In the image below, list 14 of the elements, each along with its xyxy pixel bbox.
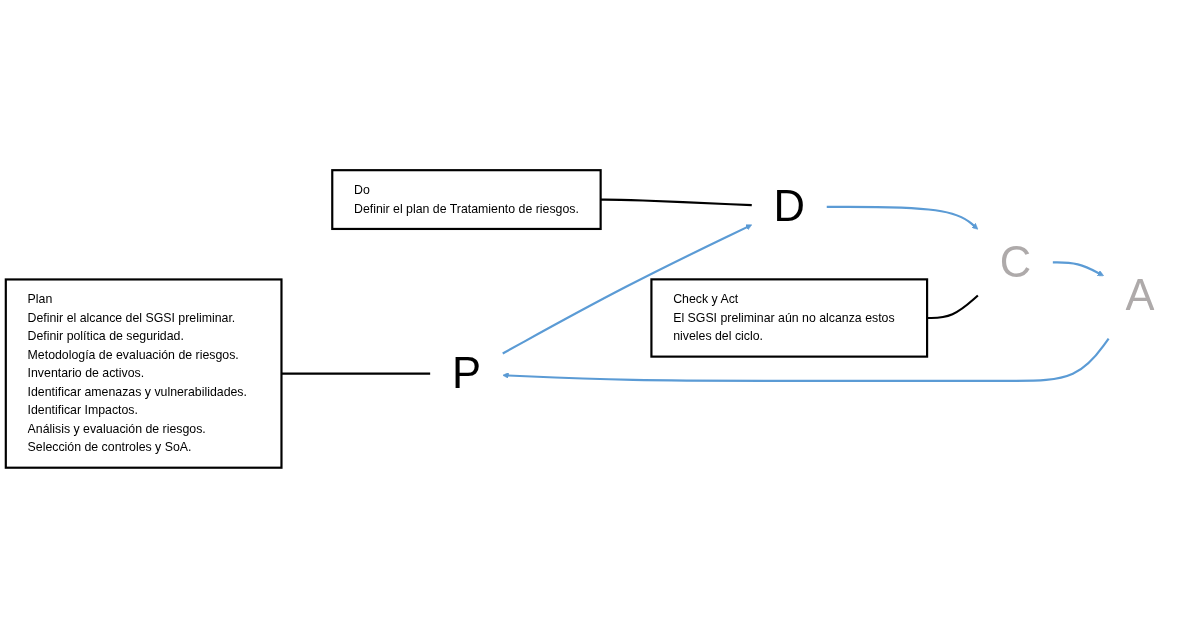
- node-text: C: [999, 237, 1032, 287]
- node-text: D: [773, 182, 805, 231]
- node-box: Plan Definir el alcance del SGSI preliminar. Definir política de seguridad. Metodología de evaluación de riesgos. Inventario de activos. Identificar amenazas y vulnerabilidades. Identificar Impactos. Análisis y evaluación de riesgos. Selección de controles y SoA.: [4, 278, 283, 469]
- arrow: [502, 224, 753, 355]
- arrow: [1052, 261, 1104, 277]
- connector: [927, 294, 979, 320]
- arrow: [502, 337, 1110, 382]
- node-box: Do Definir el plan de Tratamiento de riesgos.: [331, 169, 602, 231]
- connector: [281, 372, 431, 375]
- node-box: Check y Act El SGSI preliminar aún no alcanza estos niveles del ciclo.: [650, 278, 929, 358]
- node-text: P: [451, 348, 481, 398]
- node-text: A: [1125, 270, 1155, 319]
- arrow: [826, 205, 979, 230]
- connector: [600, 198, 752, 207]
